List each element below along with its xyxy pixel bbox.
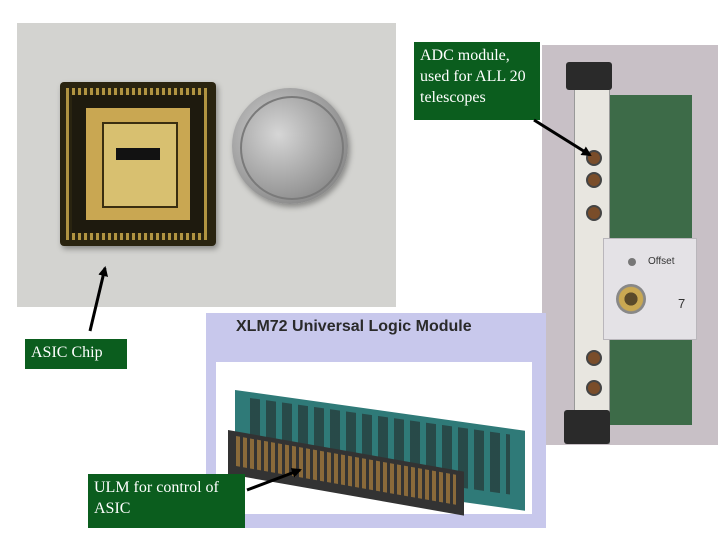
xlm72-title: XLM72 Universal Logic Module — [236, 318, 472, 335]
asic-chip-cavity — [102, 122, 178, 208]
lemo-connector — [616, 284, 646, 314]
adc-connector — [586, 350, 602, 366]
asic-chip-label: ASIC Chip — [25, 339, 127, 369]
asic-die — [116, 148, 160, 160]
offset-label: Offset — [648, 256, 675, 267]
adc-top-handle — [566, 62, 612, 90]
channel-number: 7 — [678, 296, 686, 311]
adc-bottom-handle — [564, 410, 610, 444]
arrow-adc — [533, 118, 592, 157]
panel-screw — [628, 258, 636, 266]
adc-connector — [586, 205, 602, 221]
adc-connector — [586, 172, 602, 188]
arrow-ulm — [246, 468, 302, 492]
adc-connector — [586, 380, 602, 396]
adc-module-label: ADC module, used for ALL 20 telescopes — [414, 42, 540, 120]
quarter-coin-rim — [240, 96, 344, 200]
ulm-label: ULM for control of ASIC — [88, 474, 245, 528]
arrow-asic — [88, 266, 109, 332]
